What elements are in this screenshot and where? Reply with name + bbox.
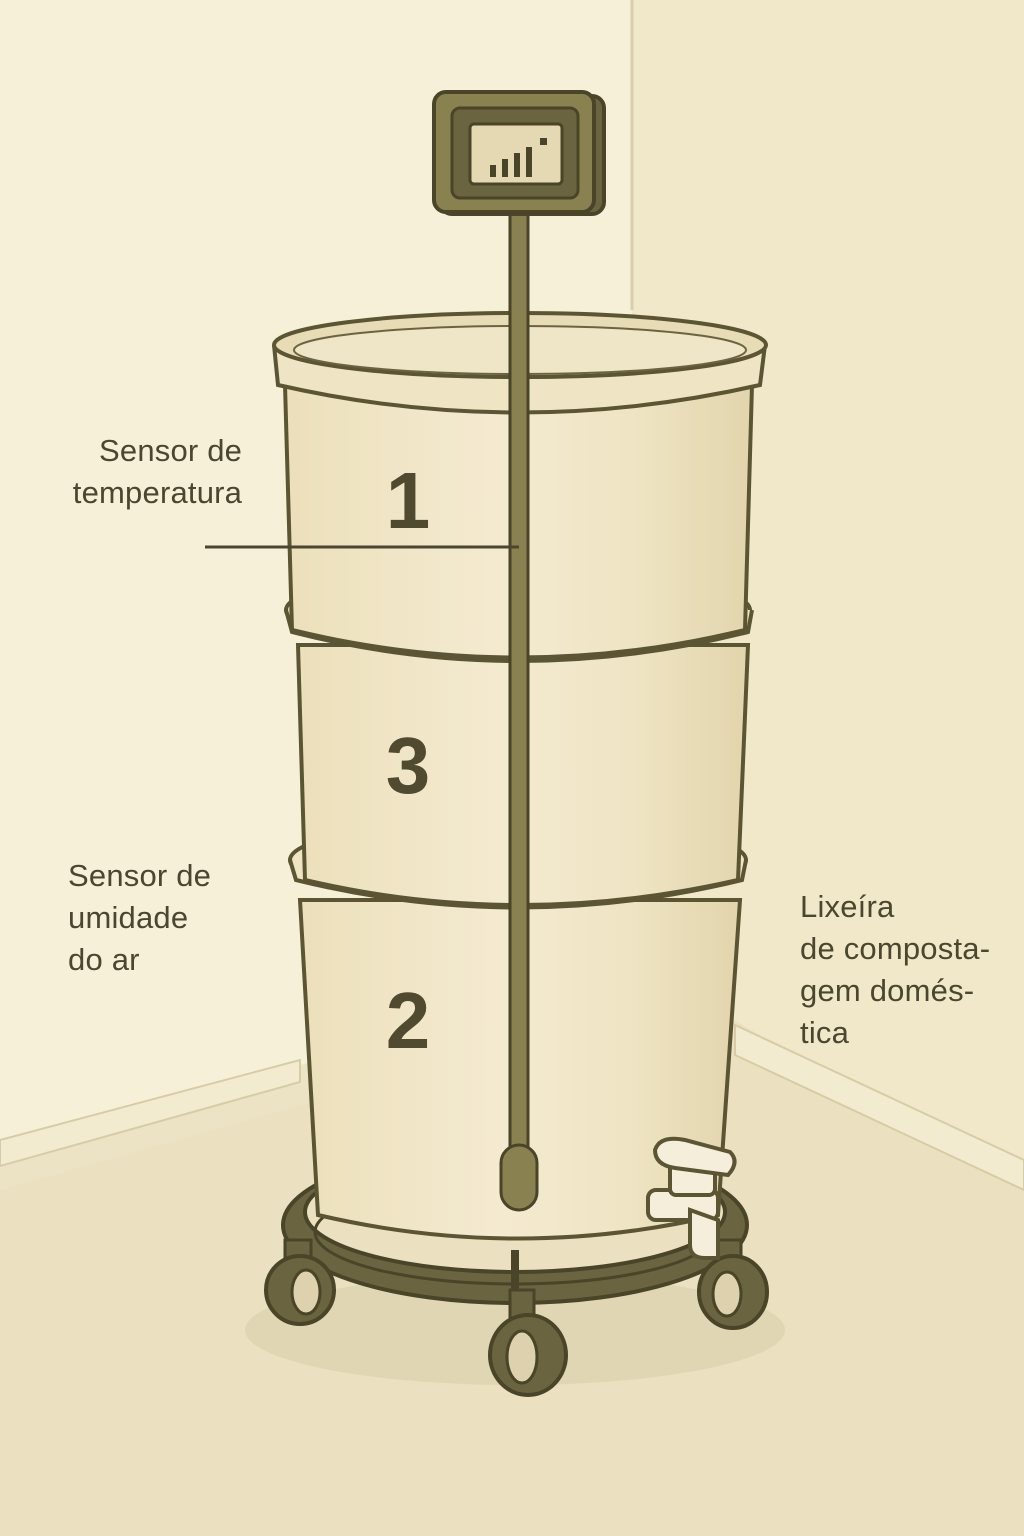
humidity-sensor-label: Sensor de umidade do ar bbox=[68, 855, 211, 981]
compost-bin-label-line-4: tica bbox=[800, 1015, 850, 1050]
humidity-sensor-label-line-1: Sensor de bbox=[68, 858, 212, 893]
spigot-tap bbox=[646, 1136, 737, 1260]
wheel-front bbox=[488, 1288, 568, 1397]
baseboard-right bbox=[734, 1023, 1024, 1192]
signal-bars-icon bbox=[490, 138, 547, 177]
compost-bin-label-line-2: de composta- bbox=[800, 931, 991, 966]
temperature-sensor-label-line-1: Sensor de bbox=[99, 433, 243, 468]
humidity-sensor-label-line-3: do ar bbox=[68, 942, 140, 977]
compost-bin-label-line-1: Lixeíra bbox=[800, 889, 895, 924]
temperature-sensor-label: Sensor de temperatura bbox=[68, 430, 242, 514]
sensor-display bbox=[432, 90, 606, 216]
wheel-left bbox=[264, 1238, 336, 1326]
baseboard-left bbox=[0, 1058, 301, 1168]
wheel-right bbox=[697, 1238, 769, 1330]
compost-bin-label: Lixeíra de composta- gem domés- tica bbox=[800, 886, 990, 1054]
tier-number-top: 1 bbox=[386, 456, 431, 545]
tier-number-bottom: 2 bbox=[386, 976, 431, 1065]
temperature-sensor-label-line-2: temperatura bbox=[72, 475, 243, 510]
tier-number-middle: 3 bbox=[386, 721, 431, 810]
humidity-sensor-label-line-2: umidade bbox=[68, 900, 189, 935]
compost-bin-label-line-3: gem domés- bbox=[800, 973, 975, 1008]
